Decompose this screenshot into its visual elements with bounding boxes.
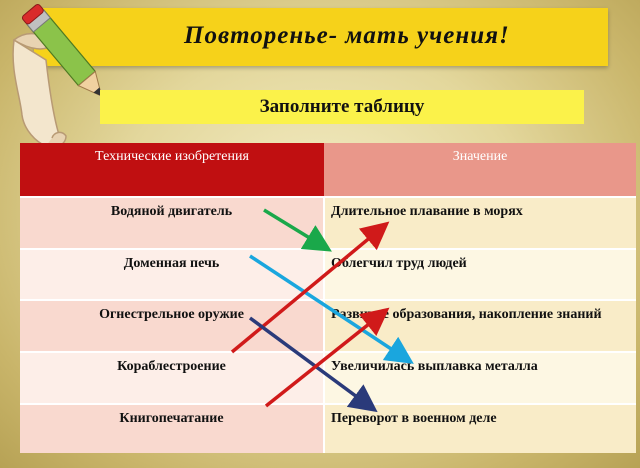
arrow-navy bbox=[248, 316, 378, 413]
meaning-cell: Увеличилась выплавка металла bbox=[324, 350, 636, 404]
arrow-red-1 bbox=[230, 221, 390, 354]
arrow-red-2 bbox=[264, 307, 390, 408]
header-meaning: Значение bbox=[324, 143, 636, 197]
arrow-blue bbox=[249, 254, 414, 364]
table-row: Кораблестроение Увеличилась выплавка мет… bbox=[20, 350, 636, 404]
title-bar: Повторенье- мать учения! bbox=[34, 8, 608, 66]
meaning-cell: Облегчил труд людей bbox=[324, 247, 636, 301]
table-header-row: Технические изобретения Значение bbox=[20, 143, 636, 197]
subtitle-bar: Заполните таблицу bbox=[100, 90, 584, 124]
invention-cell: Водяной двигатель bbox=[20, 196, 325, 249]
scroll-pencil-icon bbox=[12, 3, 103, 149]
subtitle: Заполните таблицу bbox=[259, 96, 425, 117]
arrow-green bbox=[263, 208, 332, 252]
invention-cell: Кораблестроение bbox=[20, 350, 325, 404]
page-title: Повторенье- мать учения! bbox=[184, 22, 510, 49]
table-row: Огнестрельное оружие Развитие образовани… bbox=[20, 299, 636, 352]
matching-table: Технические изобретения Значение Водяной… bbox=[20, 143, 636, 453]
invention-cell: Книгопечатание bbox=[20, 402, 325, 453]
header-inventions: Технические изобретения bbox=[20, 143, 324, 197]
invention-cell: Огнестрельное оружие bbox=[20, 299, 325, 352]
